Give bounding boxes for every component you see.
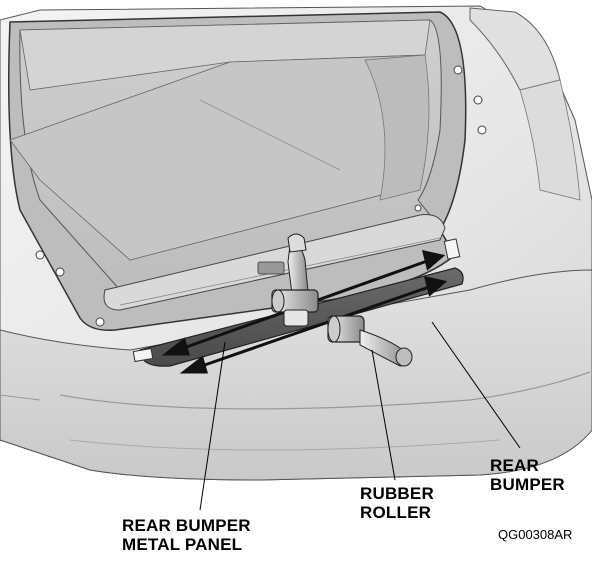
tape-tab-left: [132, 347, 154, 363]
label-metal-panel-line2: METAL PANEL: [122, 535, 243, 554]
leader-line-metal-panel: [199, 341, 226, 511]
label-rear-bumper-line1: REAR: [490, 456, 539, 475]
rubber-roller-lower: [327, 315, 413, 367]
tape-tab-right: [443, 238, 461, 260]
rubber-roller-upper: [271, 233, 319, 327]
leader-line-rubber-roller: [371, 349, 396, 481]
leader-line-rear-bumper: [431, 321, 521, 449]
direction-arrow-lower: [179, 276, 448, 374]
label-metal-panel-line1: REAR BUMPER: [122, 516, 251, 535]
label-rear-bumper-line2: BUMPER: [490, 475, 565, 494]
rear-bumper: [0, 269, 592, 481]
label-rear-bumper: REAR BUMPER: [490, 456, 565, 494]
label-rubber-roller-line2: ROLLER: [360, 503, 432, 522]
figure-code: QG00308AR: [498, 527, 573, 542]
trunk-latch: [257, 261, 285, 275]
label-rubber-roller-line1: RUBBER: [360, 484, 434, 503]
label-rubber-roller: RUBBER ROLLER: [360, 484, 434, 522]
label-metal-panel: REAR BUMPER METAL PANEL: [122, 516, 251, 554]
